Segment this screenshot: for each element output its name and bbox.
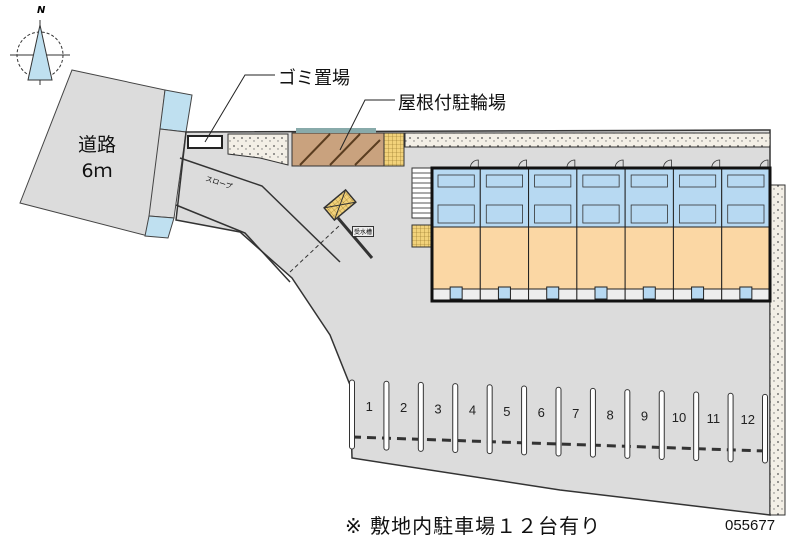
parking-divider [486,384,493,455]
north-label: N [37,5,46,16]
parking-divider [521,385,528,456]
parking-divider [452,383,459,454]
water-channel [144,215,175,239]
parking-space-number: 10 [672,410,686,425]
parking-space-number: 9 [641,409,648,424]
apartment-unit [624,159,674,302]
parking-space-number: 7 [572,406,579,421]
gravel-strip [404,132,771,148]
parking-divider [727,392,734,463]
apartment-unit [576,159,626,302]
parking-space-number: 1 [366,399,373,414]
road-name: 道路 [78,134,117,156]
parking-space-number: 8 [607,407,614,422]
parking-note: ※ 敷地内駐車場１２台有り [345,514,602,538]
parking-divider [658,390,665,460]
bicycle-parking-label: 屋根付駐輪場 [398,93,506,114]
parking-space-number: 3 [434,401,441,416]
garbage-area-label: ゴミ置場 [278,68,350,89]
property-code: 055677 [725,517,776,534]
parking-space-number: 6 [538,405,545,420]
parking-space-number: 11 [707,411,721,426]
apartment-unit [721,159,771,302]
apartment-unit [528,159,578,302]
parking-space-number: 5 [503,404,510,419]
apartment-building [431,159,771,302]
parking-divider [349,379,355,450]
parking-space-number: 4 [469,403,476,418]
road-label: 道路 6ｍ [78,132,116,184]
compass-icon [10,20,70,85]
gravel-strip [769,184,786,516]
parking-divider [693,391,700,462]
parking-divider [624,389,631,459]
parking-divider [762,393,768,464]
parking-space-number: 12 [741,412,755,427]
parking-divider [555,386,562,457]
water-tank-icon [323,188,357,222]
parking-divider [417,381,424,452]
garbage-area [187,135,223,149]
road-width: 6ｍ [81,160,113,182]
parking-divider [589,387,596,458]
parking-divider [383,380,390,451]
apartment-unit [672,159,723,302]
parking-space-number: 2 [400,400,407,415]
apartment-unit [431,159,481,302]
water-tank-label: 受水槽 [352,226,375,237]
apartment-unit [479,159,530,302]
water-channel [159,89,193,133]
